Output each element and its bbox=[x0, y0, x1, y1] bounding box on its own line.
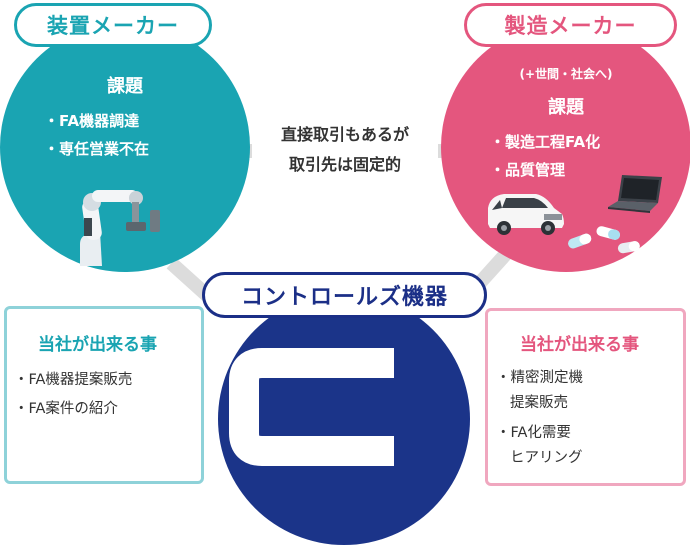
device-maker-label: 装置メーカー bbox=[14, 3, 212, 47]
right-capability-title: 当社が出来る事 bbox=[520, 335, 639, 355]
minivan-icon bbox=[488, 194, 564, 235]
left-capability-item: ・FA機器提案販売 bbox=[14, 372, 133, 388]
right-capability-item: ・精密測定機 bbox=[496, 370, 583, 386]
left-issue-item: ・専任営業不在 bbox=[44, 140, 150, 158]
right-capability-item: ヒアリング bbox=[510, 450, 583, 466]
center-note: 直接取引もあるが 取引先は固定的 bbox=[240, 120, 450, 180]
right-issue-item: ・品質管理 bbox=[490, 161, 566, 179]
right-issue-heading: 課題 bbox=[548, 97, 584, 118]
left-issue-heading: 課題 bbox=[107, 76, 143, 97]
left-issue-item: ・FA機器調達 bbox=[44, 112, 140, 130]
center-note-line: 取引先は固定的 bbox=[288, 155, 401, 174]
right-capability-box bbox=[485, 308, 686, 486]
logo-mark-icon bbox=[229, 348, 394, 466]
center-note-line: 直接取引もあるが bbox=[280, 125, 409, 144]
right-issue-subtitle: (+世間・社会へ) bbox=[519, 67, 613, 81]
right-issue-circle bbox=[441, 22, 690, 272]
laptop-icon bbox=[608, 175, 662, 213]
right-issue-item: ・製造工程FA化 bbox=[490, 133, 601, 151]
robot-arm-icon bbox=[80, 190, 160, 266]
controls-equipment-label: コントロールズ機器 bbox=[202, 272, 487, 318]
left-issue-circle bbox=[0, 22, 250, 272]
left-capability-item: ・FA案件の紹介 bbox=[14, 401, 118, 417]
right-capability-item: ・FA化需要 bbox=[496, 425, 571, 441]
left-capability-title: 当社が出来る事 bbox=[38, 335, 157, 355]
capsule-pills-icon bbox=[568, 226, 640, 254]
left-capability-box bbox=[4, 306, 204, 484]
right-capability-item: 提案販売 bbox=[510, 395, 568, 411]
manufacturer-label: 製造メーカー bbox=[464, 3, 677, 47]
